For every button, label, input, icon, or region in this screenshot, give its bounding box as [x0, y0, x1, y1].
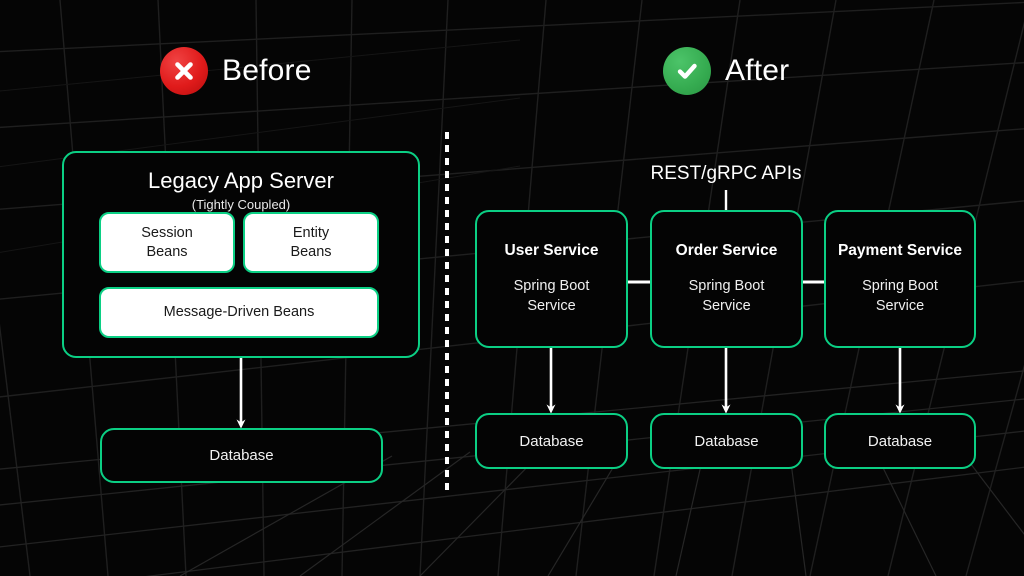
payment-service-runtime-line1: Spring Boot [862, 278, 938, 294]
legacy-database-label: Database [209, 447, 274, 464]
entity-beans-label-line1: Entity [292, 224, 330, 241]
session-beans-label-line2: Beans [146, 243, 188, 260]
session-beans-label-line1: Session [141, 224, 193, 241]
order-service-database-label: Database [694, 432, 759, 450]
entity-beans-label-line2: Beans [290, 243, 332, 260]
after-title: After [725, 54, 790, 87]
order-service-runtime-line1: Spring Boot [688, 278, 765, 294]
legacy-app-server-subtitle: (Tightly Coupled) [191, 197, 291, 212]
entity-beans-box[interactable]: Entity Beans [243, 212, 379, 273]
session-beans-box[interactable]: Session Beans [99, 212, 235, 273]
before-section-header: Before [160, 47, 312, 95]
payment-service-box[interactable]: Payment Service Spring Boot Service [824, 210, 976, 348]
section-divider [445, 132, 449, 495]
order-service-name: Order Service [675, 242, 778, 259]
payment-service-runtime-line2: Service [875, 298, 925, 314]
rest-grpc-apis-label: REST/gRPC APIs [650, 163, 802, 184]
user-service-database-box[interactable]: Database [475, 413, 628, 469]
order-service-runtime-line2: Service [702, 298, 751, 314]
user-service-name: User Service [504, 242, 599, 259]
message-driven-beans-box[interactable]: Message-Driven Beans [99, 287, 379, 338]
after-section-header: After [663, 47, 789, 95]
user-service-database-label: Database [519, 432, 584, 450]
order-service-database-box[interactable]: Database [650, 413, 803, 469]
payment-service-database-box[interactable]: Database [824, 413, 976, 469]
message-driven-beans-label: Message-Driven Beans [163, 304, 315, 320]
user-service-runtime-line1: Spring Boot [513, 278, 590, 294]
user-service-box[interactable]: User Service Spring Boot Service [475, 210, 628, 348]
user-service-runtime-line2: Service [527, 298, 576, 314]
legacy-app-server-title: Legacy App Server [148, 168, 334, 193]
order-service-box[interactable]: Order Service Spring Boot Service [650, 210, 803, 348]
legacy-database-box[interactable]: Database [100, 428, 383, 483]
before-title: Before [222, 54, 312, 87]
cross-mark-icon [160, 47, 208, 95]
payment-service-database-label: Database [867, 432, 933, 450]
payment-service-name: Payment Service [837, 242, 963, 259]
check-mark-icon [663, 47, 711, 95]
